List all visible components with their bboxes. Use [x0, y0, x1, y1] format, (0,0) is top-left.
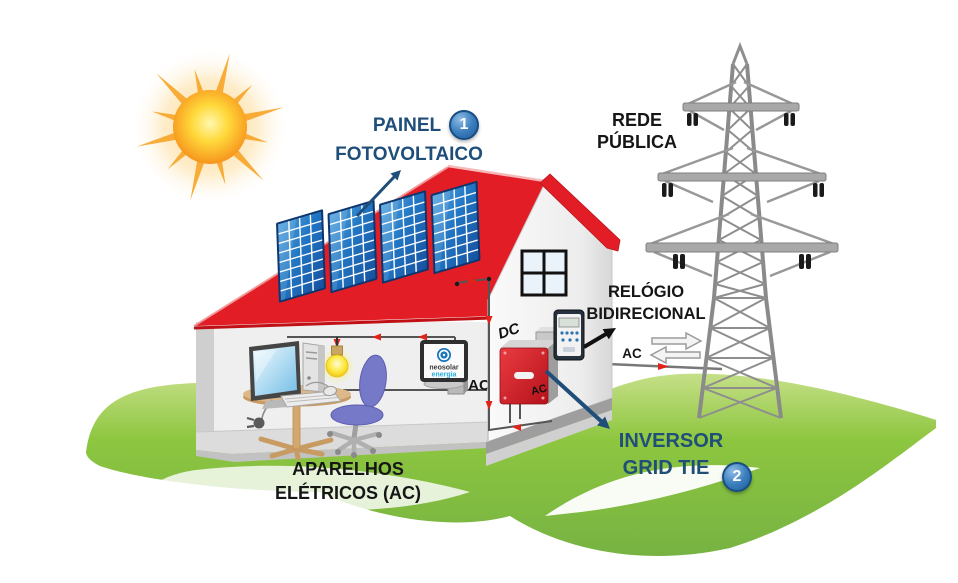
energy-meter [553, 309, 585, 361]
badge-1: 1 [449, 110, 479, 140]
inversor-label-line2: GRID TIE [622, 457, 710, 479]
brand-name: neosolar [429, 365, 458, 372]
grass-fade [150, 465, 470, 511]
bidirectional-flow-arrows [649, 331, 703, 365]
inversor-label-line1: INVERSOR [618, 430, 724, 452]
foundation [486, 398, 612, 454]
aparelhos-label-line1: APARELHOS [292, 459, 404, 479]
relogio-label-line1: RELÓGIO [607, 283, 685, 301]
roof-right-edge [539, 173, 621, 252]
brand-tagline: energia [432, 372, 457, 379]
power-plug-icon [246, 399, 273, 429]
computer-monitor-icon [249, 341, 301, 409]
inversor-callout-arrow [544, 369, 610, 429]
rede-publica-label-line2: PÚBLICA [597, 132, 677, 152]
neosolar-logo-icon [437, 348, 451, 362]
dc-label: DC [496, 320, 523, 343]
solar-panel [429, 179, 482, 276]
computer-tower-icon [302, 342, 325, 393]
ac-interior-label: AC [468, 377, 490, 394]
painel-label-line2: FOTOVOLTAICO [335, 144, 483, 165]
ac-rede-label: AC [622, 346, 642, 361]
white-swoosh [545, 465, 760, 516]
flow-arrow-right [651, 331, 703, 351]
solar-panel [326, 198, 379, 295]
ceiling-lamp-icon [319, 337, 355, 384]
house: neosolar energia AC [193, 164, 621, 466]
rede-publica-label-line1: REDE [611, 110, 662, 130]
office-chair-icon [327, 354, 387, 458]
relogio-label-line2: BIDIRECIONAL [586, 305, 706, 323]
window-icon [520, 249, 568, 297]
painel-label-line1: PAINEL [372, 115, 442, 136]
solar-panel [378, 189, 430, 285]
relogio-callout-arrow [582, 328, 616, 349]
tower-insulators [662, 113, 824, 269]
ac-inversor-label: AC [530, 382, 548, 398]
solar-panel [275, 208, 327, 304]
inverter-box [499, 340, 558, 405]
flow-arrow-left [649, 345, 701, 365]
tower-crossarms [645, 80, 839, 278]
mouse-icon [305, 381, 337, 397]
badge-2: 2 [722, 462, 752, 492]
tv-screen: neosolar energia [420, 340, 468, 389]
dc-wiring [454, 276, 553, 432]
aparelhos-label-line2: ELÉTRICOS (AC) [275, 483, 421, 503]
sun-icon [130, 47, 290, 207]
painel-callout-arrow [355, 170, 401, 218]
transmission-tower-icon [645, 41, 839, 419]
